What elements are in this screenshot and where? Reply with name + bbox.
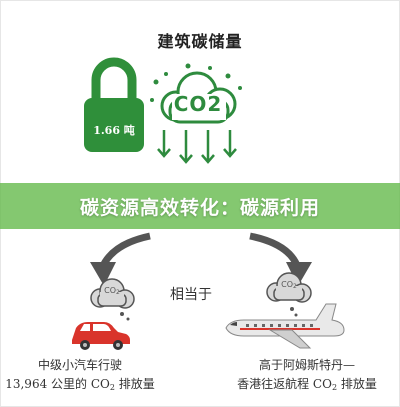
cloud-label: CO2 <box>173 92 223 116</box>
plane-cloud-label: CO2 <box>274 280 304 290</box>
car-cloud-label: CO2 <box>97 286 127 296</box>
plane-caption-line2-sub: 2 <box>331 383 338 392</box>
lock-label: 1.66 吨 <box>93 124 135 137</box>
down-arrows-icon <box>157 130 237 164</box>
car-icon <box>72 322 130 350</box>
banner-text: 碳资源高效转化：碳源利用 <box>79 196 320 219</box>
plane-co2-cloud-icon <box>266 272 312 317</box>
plane-caption-line1: 高于阿姆斯特丹— <box>258 358 355 372</box>
car-cloud-main: CO <box>104 286 117 295</box>
car-caption-line2: 13,964 公里的 CO2 排放量 <box>0 375 160 397</box>
plane-cloud-sub: 2 <box>293 283 297 290</box>
car-caption-line2-sub: 2 <box>109 383 115 392</box>
car-caption-line2-post: 排放量 <box>114 377 155 391</box>
lock-icon <box>84 57 144 152</box>
airplane-icon <box>225 303 345 349</box>
banner: 碳资源高效转化：碳源利用 <box>0 183 400 229</box>
car-caption-line2-pre: 13,964 公里的 CO <box>5 377 110 391</box>
equivalent-label: 相当于 <box>170 287 212 303</box>
plane-caption-line2-post: 排放量 <box>337 377 377 391</box>
curved-arrow-right-icon <box>249 232 312 286</box>
car-cloud-sub: 2 <box>116 289 120 296</box>
plane-caption-line2: 香港往返航程 CO2 排放量 <box>214 375 400 397</box>
car-caption-line1: 中级小汽车行驶 <box>37 358 122 372</box>
plane-cloud-main: CO <box>281 280 294 289</box>
curved-arrow-left-icon <box>90 232 151 286</box>
plane-caption-line2-pre: 香港往返航程 CO <box>237 377 332 391</box>
page-title: 建筑碳储量 <box>157 32 243 51</box>
plane-caption: 高于阿姆斯特丹— 香港往返航程 CO2 排放量 <box>214 356 400 397</box>
car-caption: 中级小汽车行驶 13,964 公里的 CO2 排放量 <box>0 356 160 397</box>
car-co2-cloud-icon <box>90 278 135 321</box>
cloud-icon <box>150 63 242 124</box>
